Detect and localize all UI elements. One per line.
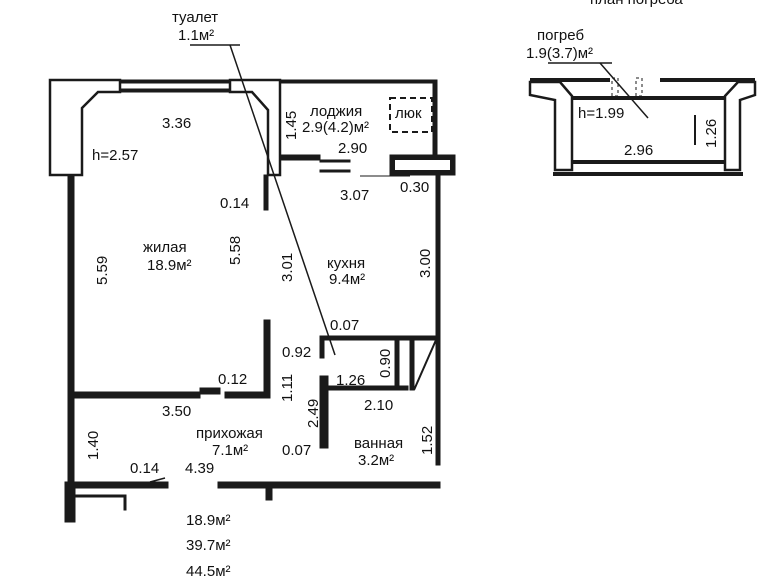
toilet-name: туалет [172,9,218,26]
dim-0-30: 0.30 [400,179,429,196]
cellar-dim-1-26: 1.26 [703,119,720,148]
dim-1-45: 1.45 [283,111,300,140]
hall-name: прихожая [196,425,263,442]
dim-3-00: 3.00 [417,249,434,278]
dim-0-14-top: 0.14 [220,195,249,212]
dim-0-07-bottom: 0.07 [282,442,311,459]
hatch-label: люк [395,105,422,122]
header-fragment: план погреба [590,0,683,8]
dim-5-58: 5.58 [227,236,244,265]
bath-name: ванная [354,435,403,452]
cellar-dim-2-96: 2.96 [624,142,653,159]
dim-0-90: 0.90 [377,349,394,378]
ceiling-height: h=2.57 [92,147,138,164]
dim-4-39: 4.39 [185,460,214,477]
walls [48,78,456,523]
dim-2-90: 2.90 [338,140,367,157]
dim-3-07: 3.07 [340,187,369,204]
dim-1-52: 1.52 [419,426,436,455]
loggia-area: 2.9(4.2)м² [302,119,369,136]
bath-area: 3.2м² [358,452,394,469]
dim-0-07-top: 0.07 [330,317,359,334]
kitchen-area: 9.4м² [329,271,365,288]
living-name: жилая [143,239,187,256]
living-area: 18.9м² [147,257,192,274]
dim-0-92: 0.92 [282,344,311,361]
dim-1-11: 1.11 [279,374,296,402]
toilet-area: 1.1м² [178,27,214,44]
cellar-height: h=1.99 [578,105,624,122]
dim-1-40: 1.40 [85,431,102,460]
total-area: 39.7м² [186,537,231,554]
dim-5-59: 5.59 [94,256,111,285]
dim-3-50: 3.50 [162,403,191,420]
dim-2-49: 2.49 [305,399,322,428]
hatch-marker [389,97,433,133]
cellar-walls [528,77,757,176]
dim-0-12: 0.12 [218,371,247,388]
dim-3-01: 3.01 [279,253,296,282]
dim-3-36: 3.36 [162,115,191,132]
kitchen-name: кухня [327,255,365,272]
dim-2-10: 2.10 [364,397,393,414]
dim-1-26: 1.26 [336,372,365,389]
cellar-area: 1.9(3.7)м² [526,45,593,62]
hall-area: 7.1м² [212,442,248,459]
cellar-name: погреб [537,27,584,44]
dim-0-14-bottom: 0.14 [130,460,159,477]
loggia-name: лоджия [310,103,362,120]
total-area-with-loggia: 44.5м² [186,563,231,580]
total-living: 18.9м² [186,512,231,529]
